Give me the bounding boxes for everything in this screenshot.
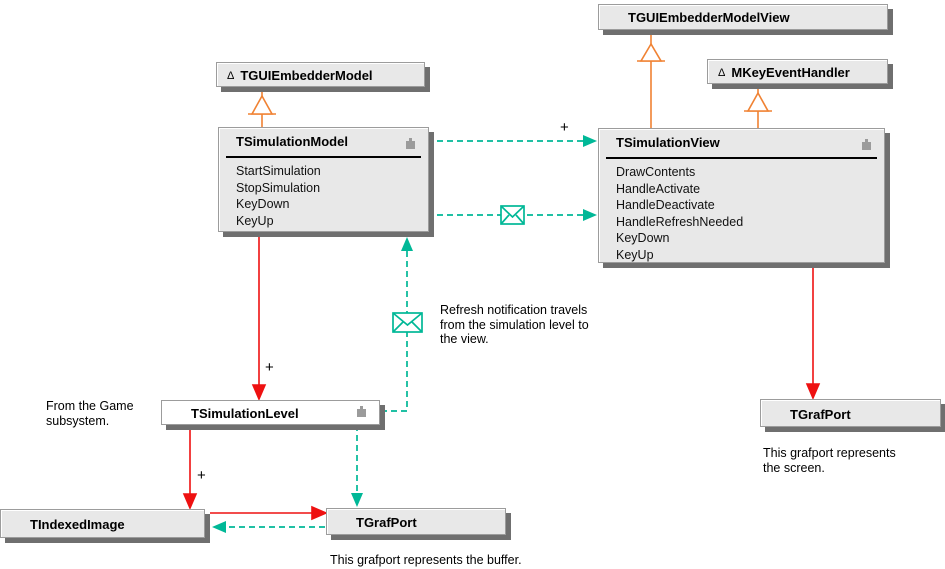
title-divider [226,156,421,158]
buffer-grafport-annotation: This grafport represents the buffer. [330,553,522,568]
annotation-line: This grafport represents [763,446,896,460]
class-marker-icon [406,138,415,149]
method-item: StartSimulation [236,164,321,178]
method-item: HandleDeactivate [616,198,715,212]
multiplicity-label: + [265,359,274,376]
method-list: StartSimulation StopSimulation KeyDown K… [219,163,428,229]
association-arrow-view-to-grafport [805,263,821,401]
class-box-tgrafport-buffer[interactable]: TGrafPort [326,508,506,535]
annotation-line: Refresh notification travels [440,303,588,317]
method-list: DrawContents HandleActivate HandleDeacti… [599,164,884,263]
inheritance-arrow-model-to-embeddermodel [248,92,276,127]
class-box-tsimulationview[interactable]: TSimulationView DrawContents HandleActiv… [598,128,885,263]
annotation-line: from the simulation level to [440,317,589,332]
class-title: TSimulationView [616,135,720,150]
class-box-tguiembeddermodelview[interactable]: TGUIEmbedderModelView [598,4,888,30]
multiplicity-label: + [560,119,569,136]
class-title: TIndexedImage [30,516,125,532]
refresh-annotation: Refresh notification travels from the si… [440,303,589,347]
annotation-line: subsystem. [46,413,110,428]
method-item: DrawContents [616,165,696,179]
inheritance-arrow-view-to-modelview [637,30,665,128]
multiplicity-label: + [197,467,206,484]
title-divider [606,157,877,159]
class-title: TGUIEmbedderModelView [628,10,790,25]
annotation-line: This grafport represents the buffer. [330,553,522,567]
method-item: KeyDown [236,197,290,211]
class-box-tguiembeddermodel[interactable]: Δ TGUIEmbedderModel [216,62,425,87]
class-title: TGUIEmbedderModel [240,68,373,83]
class-marker-icon [357,406,366,417]
association-arrow-image-to-grafport [210,505,329,521]
message-arrow-model-to-view [437,135,597,147]
game-subsystem-annotation: From the Game subsystem. [46,399,134,428]
class-title: TSimulationModel [236,134,348,149]
message-arrow-level-to-grafport [351,425,363,507]
screen-grafport-annotation: This grafport represents the screen. [763,446,896,475]
association-arrow-model-to-level [251,232,267,402]
class-title: TGrafPort [356,515,417,530]
class-box-mkeyeventhandler[interactable]: Δ MKeyEventHandler [707,59,888,84]
method-item: KeyUp [236,213,274,228]
class-title: TSimulationLevel [191,406,299,421]
abstract-marker-icon: Δ [718,66,726,79]
envelope-icon [500,205,525,225]
abstract-marker-icon: Δ [227,69,235,82]
class-title: TGrafPort [790,406,851,422]
class-box-tsimulationmodel[interactable]: TSimulationModel StartSimulation StopSim… [218,127,429,232]
method-item: KeyUp [616,247,654,262]
inheritance-arrow-view-to-keyhandler [744,89,772,128]
envelope-icon [392,312,423,333]
association-arrow-level-to-image [182,425,198,511]
class-box-tgrafport-screen[interactable]: TGrafPort [760,399,941,427]
message-arrow-level-to-model [381,237,413,412]
class-box-tsimulationlevel[interactable]: TSimulationLevel [161,400,380,425]
class-marker-icon [862,139,871,150]
annotation-line: the screen. [763,460,825,475]
method-item: StopSimulation [236,180,321,195]
method-item: HandleRefreshNeeded [616,214,744,229]
method-item: KeyDown [616,231,670,245]
annotation-line: From the Game [46,399,134,413]
annotation-line: the view. [440,332,489,346]
method-item: HandleActivate [616,181,701,196]
message-arrow-grafport-to-image [212,521,325,533]
class-box-tindexedimage[interactable]: TIndexedImage [0,509,205,538]
class-title: MKeyEventHandler [731,65,850,80]
